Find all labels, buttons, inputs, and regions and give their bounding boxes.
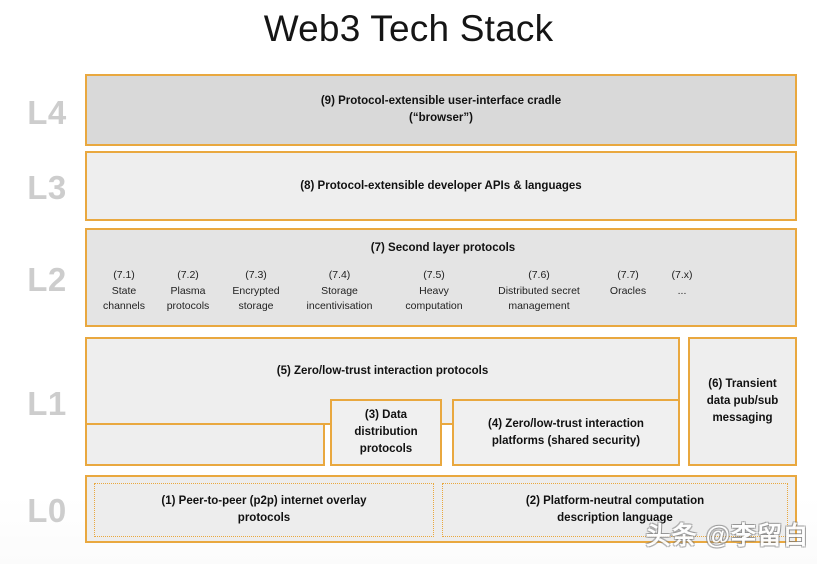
l2-subitem-7-3-line2: storage	[238, 300, 274, 312]
l4-line2: (“browser”)	[409, 112, 473, 124]
layer-box-l2[interactable]: (7) Second layer protocols (7.1) State c…	[85, 228, 797, 327]
layer-label-l3: L3	[27, 169, 67, 206]
l2-subitem-7-4-line1: Storage	[321, 284, 358, 297]
l2-subitem-row: (7.1) State channels (7.2) Plasma protoc…	[93, 268, 793, 315]
l1-3-line2: distribution	[354, 426, 418, 438]
layer-box-l3-text: (8) Protocol-extensible developer APIs &…	[300, 178, 581, 195]
l1-5-line1: (5) Zero/low-trust interaction protocols	[276, 365, 489, 377]
layer-box-l0[interactable]: (1) Peer-to-peer (p2p) internet overlay …	[85, 475, 797, 543]
l2-subitem-7-4[interactable]: (7.4) Storage incentivisation	[291, 268, 388, 315]
l1-6-line1: (6) Transient	[708, 378, 777, 390]
layer-box-l0-1[interactable]: (1) Peer-to-peer (p2p) internet overlay …	[94, 483, 434, 537]
l2-subitem-7-2-line1: Plasma	[170, 284, 206, 297]
l2-subitem-7-2-num: (7.2)	[177, 269, 199, 281]
layer-box-l1-5-text: (5) Zero/low-trust interaction protocols	[277, 363, 488, 380]
l2-subitem-7-2-line2: protocols	[166, 300, 210, 312]
l2-subitem-7-3-line1: Encrypted	[232, 284, 280, 297]
layer-box-l1-6-text: (6) Transient data pub/sub messaging	[707, 376, 779, 427]
layer-box-l4-text: (9) Protocol-extensible user-interface c…	[321, 93, 561, 127]
l2-subitem-7-1-line1: State	[111, 284, 137, 297]
layer-box-l1-3[interactable]: (3) Data distribution protocols	[330, 399, 442, 466]
layer-box-l0-2[interactable]: (2) Platform-neutral computation descrip…	[442, 483, 788, 537]
layer-box-l1-4-text: (4) Zero/low-trust interaction platforms…	[488, 416, 644, 450]
l0-1-line1: (1) Peer-to-peer (p2p) internet overlay	[161, 495, 367, 507]
l2-subitem-7-3-num: (7.3)	[245, 269, 267, 281]
l0-2-line2: description language	[557, 512, 673, 524]
layer-box-l1-3-text: (3) Data distribution protocols	[354, 407, 417, 458]
l2-subitem-7-4-line2: incentivisation	[306, 300, 373, 312]
l1-6-line3: messaging	[712, 412, 773, 424]
l2-subitem-7-5[interactable]: (7.5) Heavy computation	[388, 268, 480, 315]
layer-label-l1: L1	[27, 385, 67, 422]
l2-subitem-7-6-num: (7.6)	[528, 269, 550, 281]
layer-box-l0-1-text: (1) Peer-to-peer (p2p) internet overlay …	[161, 493, 366, 527]
layer-label-l0: L0	[27, 492, 67, 529]
l2-subitem-7-2[interactable]: (7.2) Plasma protocols	[155, 268, 221, 315]
l0-1-line2: protocols	[237, 512, 291, 524]
l2-subitem-7-7-line1: Oracles	[609, 284, 647, 297]
l2-subitem-7-4-num: (7.4)	[328, 269, 351, 281]
l2-subitem-7-7[interactable]: (7.7) Oracles	[598, 268, 658, 299]
layer-box-l4[interactable]: (9) Protocol-extensible user-interface c…	[85, 74, 797, 146]
l1-3-line1: (3) Data	[364, 409, 408, 421]
l1-3-line3: protocols	[359, 443, 413, 455]
l1-4-line2: platforms (shared security)	[491, 434, 641, 447]
l2-subitem-7-3[interactable]: (7.3) Encrypted storage	[221, 268, 291, 315]
l2-subitem-7-x-num: (7.x)	[671, 269, 693, 281]
l3-line1: (8) Protocol-extensible developer APIs &…	[300, 179, 582, 192]
l2-subitem-7-1-num: (7.1)	[113, 269, 135, 281]
l2-subitem-7-1-line2: channels	[102, 300, 146, 312]
layer-box-l0-2-text: (2) Platform-neutral computation descrip…	[526, 493, 704, 527]
layer-label-l4: L4	[27, 94, 67, 131]
l2-subitem-7-1[interactable]: (7.1) State channels	[93, 268, 155, 315]
l1-4-line1: (4) Zero/low-trust interaction	[488, 417, 644, 430]
layer-box-l1-4[interactable]: (4) Zero/low-trust interaction platforms…	[452, 399, 680, 466]
l2-heading: (7) Second layer protocols	[370, 242, 516, 254]
layer-box-l1-6[interactable]: (6) Transient data pub/sub messaging	[688, 337, 797, 466]
l2-subitem-7-6[interactable]: (7.6) Distributed secret management	[480, 268, 598, 315]
layer-box-l3[interactable]: (8) Protocol-extensible developer APIs &…	[85, 151, 797, 221]
l2-subitem-7-x-line1: ...	[677, 284, 687, 297]
l0-2-line1: (2) Platform-neutral computation	[525, 495, 705, 507]
l2-subitem-7-7-num: (7.7)	[617, 269, 639, 281]
page-title: Web3 Tech Stack	[263, 8, 554, 49]
layer-label-l2: L2	[27, 261, 67, 298]
l2-subitem-7-5-line2: computation	[405, 300, 463, 312]
l2-subitem-7-x[interactable]: (7.x) ...	[658, 268, 706, 299]
l4-line1: (9) Protocol-extensible user-interface c…	[320, 95, 562, 107]
l2-subitem-7-5-num: (7.5)	[423, 269, 445, 281]
l2-subitem-7-6-line2: management	[508, 300, 570, 312]
l2-subitem-7-6-line1: Distributed secret	[498, 284, 580, 297]
l1-6-line2: data pub/sub	[706, 395, 779, 407]
l2-subitem-7-5-line1: Heavy	[419, 284, 449, 297]
